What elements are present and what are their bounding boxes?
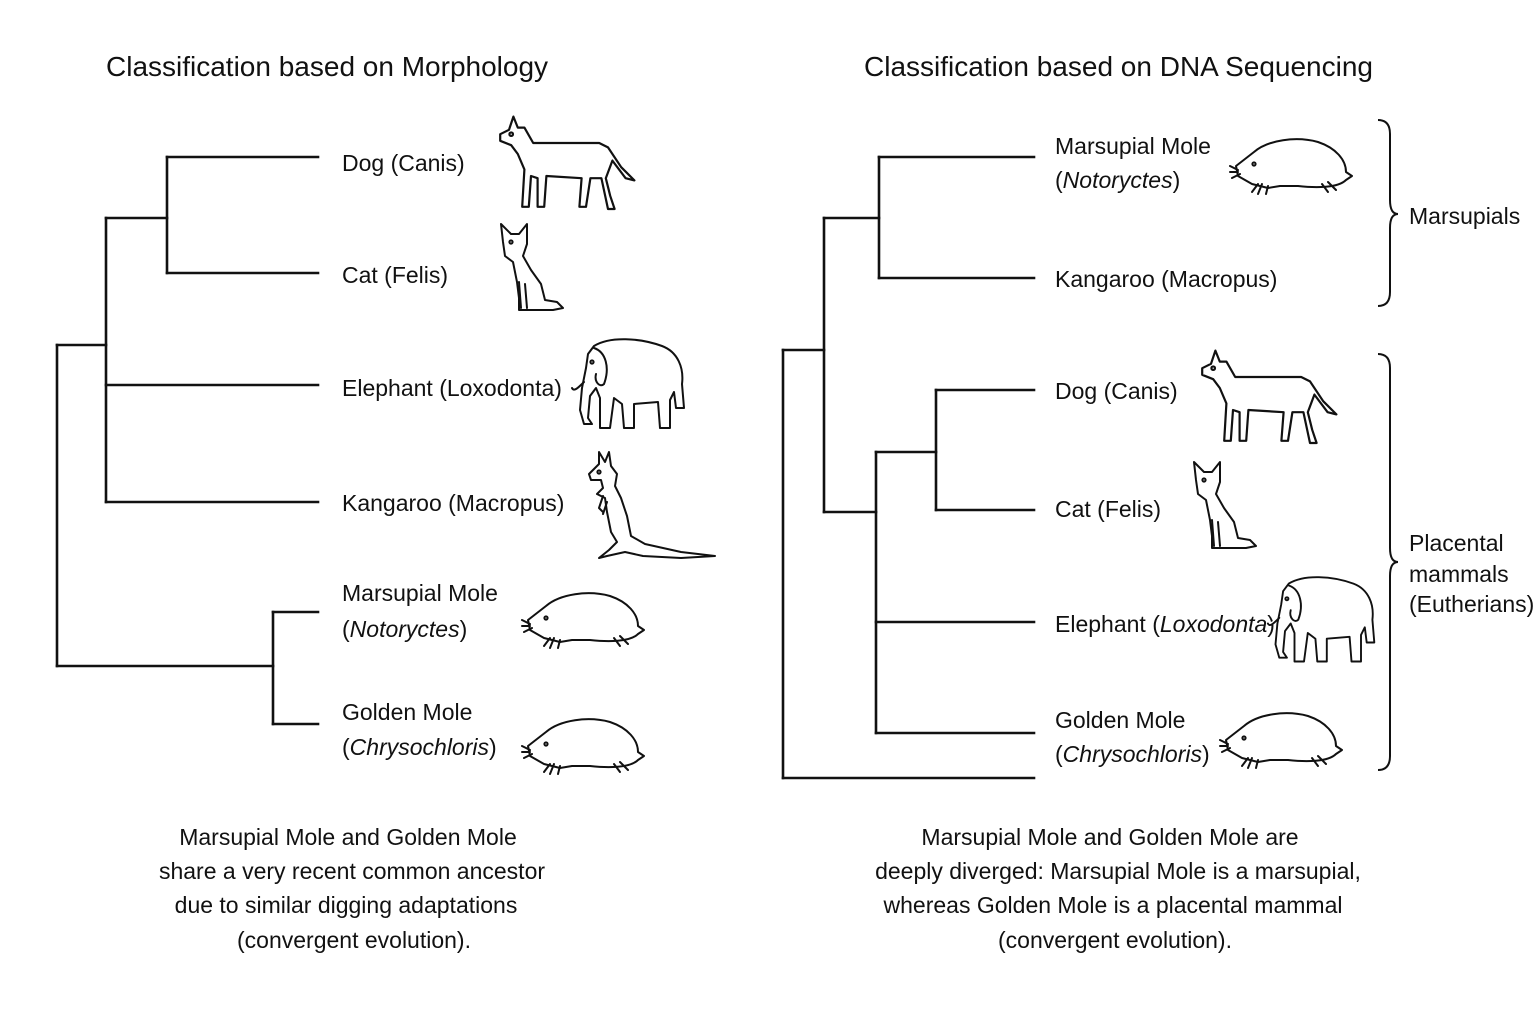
mole-icon bbox=[521, 718, 645, 775]
brace-placentals bbox=[1377, 353, 1399, 771]
right-labels: Marsupial Mole (Notoryctes) Kangaroo (Ma… bbox=[1055, 133, 1277, 767]
left-label-marsupial-mole: Marsupial Mole bbox=[342, 580, 498, 606]
group-label-placentals: Placental bbox=[1409, 530, 1504, 556]
dog-icon bbox=[499, 115, 636, 211]
left-label-dog: Dog (Canis) bbox=[342, 150, 465, 176]
brace-marsupials bbox=[1377, 119, 1399, 307]
left-caption-line: Marsupial Mole and Golden Mole bbox=[179, 824, 517, 850]
left-label-marsupial-mole-genus: (Notoryctes) bbox=[342, 616, 467, 642]
left-label-golden-mole: Golden Mole bbox=[342, 699, 472, 725]
right-label-cat: Cat (Felis) bbox=[1055, 496, 1161, 522]
right-caption-line: whereas Golden Mole is a placental mamma… bbox=[883, 892, 1343, 918]
mole-icon bbox=[1219, 712, 1343, 769]
dog-icon bbox=[1201, 349, 1338, 445]
right-panel-title: Classification based on DNA Sequencing bbox=[864, 51, 1373, 82]
right-label-marsupial-mole-genus: (Notoryctes) bbox=[1055, 167, 1180, 193]
right-tree bbox=[781, 155, 1036, 780]
left-panel-title: Classification based on Morphology bbox=[106, 51, 548, 82]
cat-icon bbox=[500, 223, 564, 311]
right-label-golden-mole-genus: (Chrysochloris) bbox=[1055, 741, 1210, 767]
elephant-icon bbox=[571, 338, 685, 429]
left-label-elephant: Elephant (Loxodonta) bbox=[342, 375, 562, 401]
elephant-icon bbox=[1266, 576, 1376, 663]
left-label-kangaroo: Kangaroo (Macropus) bbox=[342, 490, 564, 516]
left-panel: Classification based on Morphology Dog (… bbox=[55, 51, 716, 953]
right-caption-line: Marsupial Mole and Golden Mole are bbox=[921, 824, 1298, 850]
left-caption-line: (convergent evolution). bbox=[237, 927, 471, 953]
right-panel: Classification based on DNA Sequencing M… bbox=[781, 51, 1534, 953]
right-animals bbox=[1193, 138, 1376, 769]
right-label-golden-mole: Golden Mole bbox=[1055, 707, 1185, 733]
cat-icon bbox=[1193, 461, 1257, 549]
left-label-golden-mole-genus: (Chrysochloris) bbox=[342, 734, 497, 760]
right-caption-line: deeply diverged: Marsupial Mole is a mar… bbox=[875, 858, 1361, 884]
group-label-placentals: (Eutherians) bbox=[1409, 591, 1534, 617]
mole-icon bbox=[521, 592, 645, 649]
right-label-marsupial-mole: Marsupial Mole bbox=[1055, 133, 1211, 159]
mole-icon bbox=[1229, 138, 1353, 195]
left-labels: Dog (Canis) Cat (Felis) Elephant (Loxodo… bbox=[342, 150, 564, 760]
kangaroo-icon bbox=[588, 451, 716, 559]
right-label-elephant: Elephant (Loxodonta) bbox=[1055, 611, 1275, 637]
right-caption: Marsupial Mole and Golden Mole are deepl… bbox=[875, 824, 1361, 953]
left-tree bbox=[55, 155, 320, 726]
left-animals bbox=[499, 115, 716, 775]
group-braces: Marsupials Placental mammals (Eutherians… bbox=[1377, 119, 1534, 771]
left-caption: Marsupial Mole and Golden Mole share a v… bbox=[159, 824, 545, 953]
right-label-kangaroo: Kangaroo (Macropus) bbox=[1055, 266, 1277, 292]
left-caption-line: due to similar digging adaptations bbox=[175, 892, 518, 918]
right-label-dog: Dog (Canis) bbox=[1055, 378, 1178, 404]
left-caption-line: share a very recent common ancestor bbox=[159, 858, 545, 884]
left-label-cat: Cat (Felis) bbox=[342, 262, 448, 288]
group-label-marsupials: Marsupials bbox=[1409, 203, 1520, 229]
group-label-placentals: mammals bbox=[1409, 561, 1509, 587]
right-caption-line: (convergent evolution). bbox=[998, 927, 1232, 953]
